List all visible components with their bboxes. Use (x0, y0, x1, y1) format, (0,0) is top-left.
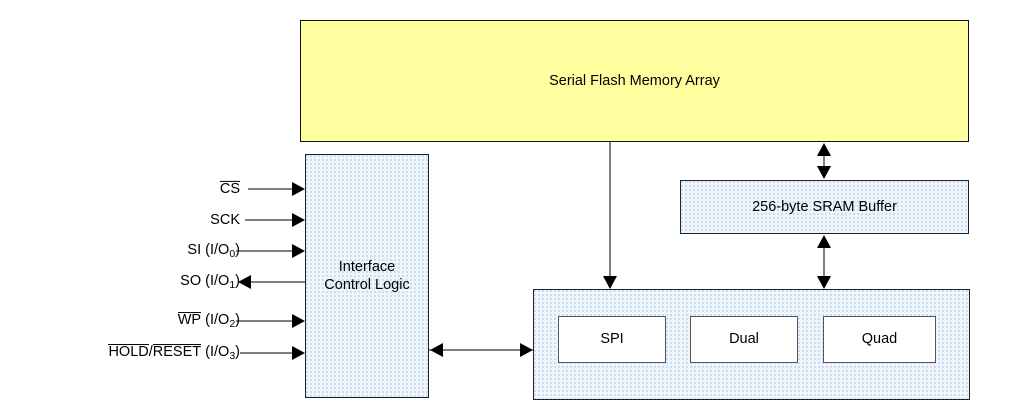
pin-arrow-serial-clock (292, 213, 305, 227)
pin-sub-so: 1 (229, 278, 236, 291)
connector-logic-modes-arrow-left (430, 343, 443, 357)
pin-line-chip-select (248, 188, 293, 190)
memory-array-label: Serial Flash Memory Array (549, 72, 720, 89)
pin-label-serial-in: SI (I/O0) (187, 242, 240, 260)
mode-block-dual: Dual (690, 316, 798, 363)
pin-suffix-so: (I/O (201, 273, 230, 290)
pin-arrow-serial-out (238, 275, 251, 289)
pin-text-wp: WP (177, 312, 202, 329)
mode-label-dual: Dual (729, 331, 759, 348)
pin-label-serial-clock: SCK (210, 212, 240, 228)
connector-array-sram-arrow-down (817, 166, 831, 179)
connector-array-sram-arrow-up (817, 143, 831, 156)
pin-sub-si: 0 (229, 247, 236, 260)
mode-block-quad: Quad (823, 316, 936, 363)
interface-logic-label-line2: Control Logic (324, 277, 410, 293)
sram-buffer-label: 256-byte SRAM Buffer (752, 198, 897, 215)
pin-line-write-protect (236, 320, 293, 322)
connector-logic-modes-arrow-right (520, 343, 533, 357)
memory-array-block: Serial Flash Memory Array (300, 20, 969, 142)
connector-array-sram-line (823, 146, 825, 178)
pin-label-hold-reset: HOLD/RESET (I/O3) (108, 344, 240, 362)
pin-arrow-write-protect (292, 314, 305, 328)
pin-arrow-chip-select (292, 182, 305, 196)
pin-line-serial-clock (245, 219, 293, 221)
pin-line-serial-in (236, 250, 293, 252)
pin-arrow-hold-reset (292, 346, 305, 360)
pin-sub-wp: 2 (229, 317, 236, 330)
connector-logic-modes-line (429, 349, 534, 351)
pin-sub-hold-reset: 3 (229, 349, 236, 362)
mode-block-spi: SPI (558, 316, 666, 363)
interface-control-logic-block: Interface Control Logic (305, 154, 429, 398)
pin-separator-slash: / (148, 344, 153, 361)
interface-logic-label-line1: Interface (338, 258, 396, 275)
sram-buffer-block: 256-byte SRAM Buffer (680, 180, 969, 234)
pin-text-sck: SCK (210, 212, 240, 228)
mode-label-spi: SPI (600, 331, 624, 348)
pin-text-hold: HOLD (108, 344, 149, 361)
mode-label-quad: Quad (861, 331, 898, 348)
pin-line-hold-reset (240, 352, 293, 354)
connector-sram-modes-line (823, 238, 825, 288)
pin-suffix-si: (I/O (201, 242, 230, 259)
pin-label-write-protect: WP (I/O2) (177, 312, 240, 330)
pin-text-so: SO (180, 273, 202, 290)
pin-suffix-wp: (I/O (201, 312, 230, 329)
connector-array-to-modes-arrow (603, 276, 617, 289)
pin-text-reset: RESET (152, 344, 202, 361)
pin-label-column: CS SCK SI (I/O0) SO (I/O1) WP (I/O2) HOL… (0, 0, 240, 414)
pin-line-serial-out (251, 281, 305, 283)
connector-array-to-modes-line (609, 142, 611, 277)
pin-text-cs: CS (219, 180, 240, 197)
connector-sram-modes-arrow-up (817, 235, 831, 248)
pin-text-si: SI (187, 242, 202, 259)
connector-sram-modes-arrow-down (817, 276, 831, 289)
pin-suffix-hold-reset: (I/O (201, 344, 230, 361)
pin-arrow-serial-in (292, 244, 305, 258)
pin-label-chip-select: CS (219, 180, 240, 197)
pin-label-serial-out: SO (I/O1) (180, 273, 240, 291)
